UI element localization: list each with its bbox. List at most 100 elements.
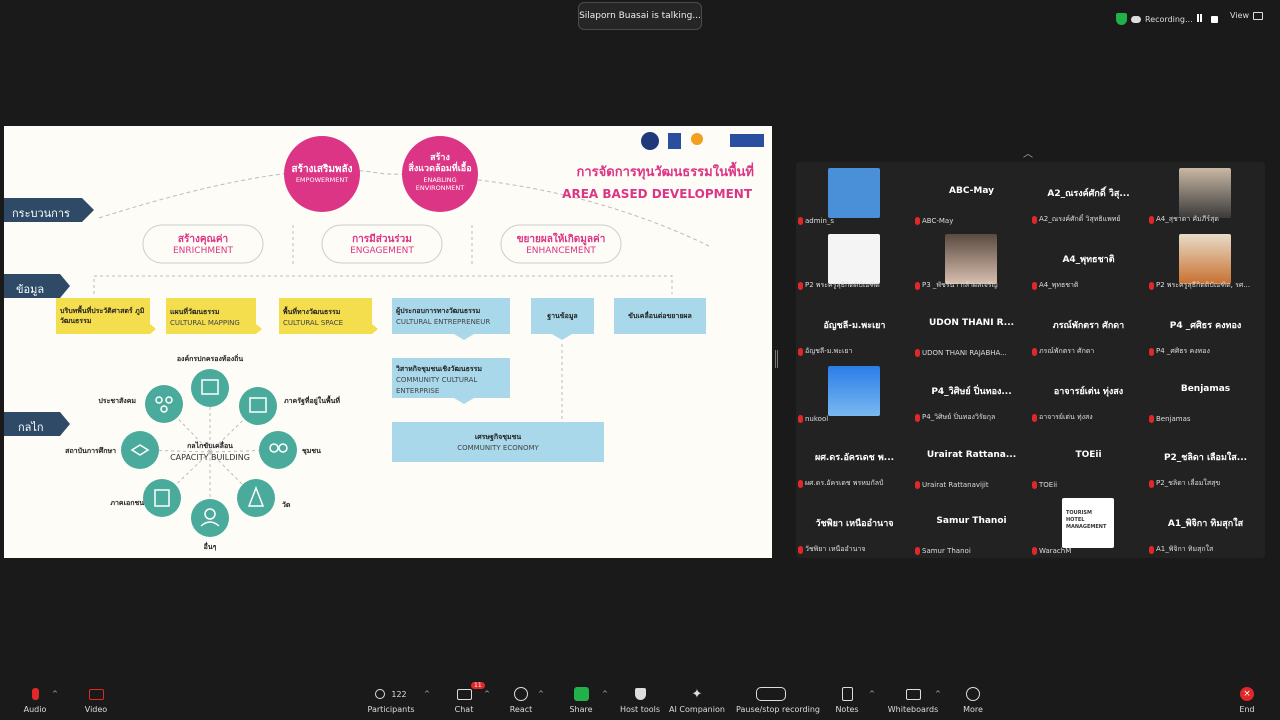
recording-indicator[interactable]: Recording...: [1116, 11, 1218, 27]
mic-muted-icon: [1149, 545, 1154, 554]
gallery-collapse-chevron-icon[interactable]: ︿: [1023, 149, 1033, 160]
mic-muted-icon: [1149, 479, 1154, 488]
node-label-temple: วัด: [282, 501, 291, 509]
participant-display-name: A1_พิจิกา ทิมสุกใส: [1167, 519, 1244, 529]
encryption-shield-icon: [1116, 13, 1127, 25]
video-button[interactable]: Video: [61, 686, 131, 714]
participant-tile[interactable]: ภรณ์พักตรา ศักดาภรณ์พักตรา ศักดา: [1030, 294, 1147, 360]
participants-caret-icon[interactable]: ^: [424, 690, 430, 698]
pause-recording-icon[interactable]: [1196, 14, 1203, 24]
mic-muted-icon: [798, 281, 803, 290]
audio-options-caret-icon[interactable]: ^: [52, 690, 58, 698]
stop-recording-icon[interactable]: [1210, 15, 1218, 23]
pause-recording-button[interactable]: Pause/stop recording: [736, 686, 820, 714]
participant-tile[interactable]: P2 พระครูสุธีกิตติบัณฑิต: [796, 228, 913, 294]
participant-display-name: ผศ.ดร.อัครเดช พ...: [814, 453, 895, 463]
chat-caret-icon[interactable]: ^: [484, 690, 490, 698]
react-button[interactable]: React: [486, 686, 556, 714]
mic-muted-icon: [31, 688, 39, 700]
participant-label-text: Samur Thanoi: [922, 547, 971, 555]
view-button[interactable]: View: [1230, 11, 1263, 20]
enabling-english-line2: ENVIRONMENT: [415, 184, 465, 192]
participant-label-text: A4_พุทธชาติ: [1039, 281, 1079, 289]
participant-label-text: P4_วิศิษย์ ปิ่นทองวิรัยกุล: [922, 413, 996, 421]
participant-tile[interactable]: P4_วิศิษย์ ปิ่นทอง...P4_วิศิษย์ ปิ่นทองว…: [913, 360, 1030, 426]
entrepreneur-thai: ผู้ประกอบการทางวัฒนธรรม: [396, 307, 481, 315]
mic-muted-icon: [915, 281, 920, 290]
share-caret-icon[interactable]: ^: [602, 690, 608, 698]
temple-icon: [237, 479, 275, 517]
split-view-handle[interactable]: [775, 350, 778, 368]
participant-name-label: ABC-May: [915, 217, 1028, 225]
participant-tile[interactable]: P2_ชลิดา เลือมใส...P2_ชลิดา เลื่อมใสสุข: [1147, 426, 1264, 492]
node-label-government: ภาครัฐที่อยู่ในพื้นที่: [284, 397, 340, 405]
context-box-text: บริบทพื้นที่ประวัติศาสตร์ ภูมิวัฒนธรรม: [60, 307, 145, 325]
engagement-english: ENGAGEMENT: [350, 246, 414, 256]
civil-society-icon: [145, 385, 183, 423]
participant-label-text: P2 พระครูสุธีกิตติบัณฑิต, รศ...: [1156, 281, 1250, 289]
hub-english: CAPACITY BUILDING: [170, 453, 250, 462]
participant-tile[interactable]: UDON THANI R...UDON THANI RAJABHA...: [913, 294, 1030, 360]
participant-label-text: P4 _ศศิธร คงทอง: [1156, 347, 1210, 355]
participant-tile[interactable]: A4_สุชาดา คัมภีร์สุด: [1147, 162, 1264, 228]
sparkle-icon: ✦: [691, 686, 703, 702]
participant-name-label: P4_วิศิษย์ ปิ่นทองวิรัยกุล: [915, 412, 1028, 423]
share-button[interactable]: Share: [546, 686, 616, 714]
ai-companion-button[interactable]: ✦AI Companion: [662, 686, 732, 715]
whiteboards-button[interactable]: Whiteboards: [878, 686, 948, 714]
participant-name-label: P4 _ศศิธร คงทอง: [1149, 346, 1262, 357]
participant-label-text: Urairat Rattanavijit: [922, 481, 989, 489]
participant-tile[interactable]: P2 พระครูสุธีกิตติบัณฑิต, รศ...: [1147, 228, 1264, 294]
participant-tile[interactable]: ผศ.ดร.อัครเดช พ... ผศ.ดร.อัครเดช พรหมกัลป…: [796, 426, 913, 492]
logo-seal-icon: [641, 132, 659, 150]
mic-muted-icon: [1032, 481, 1037, 489]
participant-display-name: อาจารย์เต่น ทุ่งสง: [1053, 387, 1124, 397]
whiteboards-caret-icon[interactable]: ^: [935, 690, 941, 698]
notes-caret-icon[interactable]: ^: [869, 690, 875, 698]
empowerment-circle: [284, 136, 360, 212]
end-icon: ×: [1240, 687, 1254, 701]
participant-tile[interactable]: P3 _พัชรินา กล้าผลเจริญ: [913, 228, 1030, 294]
participant-label-text: admin_s: [805, 217, 835, 225]
slide-diagram: [4, 132, 764, 537]
enabling-thai-line1: สร้าง: [430, 153, 450, 163]
audio-button[interactable]: Audio: [0, 686, 70, 714]
notes-button[interactable]: Notes: [812, 686, 882, 714]
education-icon: [121, 431, 159, 469]
participant-display-name: UDON THANI R...: [928, 318, 1015, 328]
cultural-mapping-english: CULTURAL MAPPING: [170, 319, 240, 327]
end-meeting-button[interactable]: ×End: [1212, 686, 1280, 714]
participant-tile[interactable]: อาจารย์เต่น ทุ่งสงอาจารย์เต่น ทุ่งสง: [1030, 360, 1147, 426]
host-tools-button[interactable]: Host tools: [605, 686, 675, 714]
participant-label-text: ผศ.ดร.อัครเดช พรหมกัลป์: [805, 479, 884, 487]
participants-count: 122: [391, 689, 407, 699]
more-button[interactable]: More: [938, 686, 1008, 714]
participant-tile[interactable]: admin_s: [796, 162, 913, 228]
react-caret-icon[interactable]: ^: [538, 690, 544, 698]
participant-display-name: A4_พุทธชาติ: [1062, 255, 1115, 265]
participant-tile[interactable]: วัชพิยา เหนืออำนาจวัชพิยา เหนืออำนาจ: [796, 492, 913, 558]
participant-tile[interactable]: A4_พุทธชาติ A4_พุทธชาติ: [1030, 228, 1147, 294]
participant-tile[interactable]: A2_ณรงค์ศักดิ์ วิสุ...A2_ณรงค์ศักดิ์ วิส…: [1030, 162, 1147, 228]
participant-tile[interactable]: nukool: [796, 360, 913, 426]
participant-tile[interactable]: Urairat Rattana... Urairat Rattanavijit: [913, 426, 1030, 492]
drive-expand-box: [614, 298, 706, 334]
participant-label-text: อาจารย์เต่น ทุ่งสง: [1039, 413, 1093, 421]
share-label: Share: [569, 705, 593, 714]
enabling-thai-line2: สิ่งแวดล้อมที่เอื้อ: [408, 164, 472, 174]
community-enterprise-box: [392, 358, 510, 404]
mic-muted-icon: [1149, 215, 1154, 224]
participant-name-label: อาจารย์เต่น ทุ่งสง: [1032, 412, 1145, 423]
participant-tile[interactable]: อัญชลี-ม.พะเยาอัญชลี-ม.พะเยา: [796, 294, 913, 360]
participant-display-name: Urairat Rattana...: [926, 450, 1017, 460]
